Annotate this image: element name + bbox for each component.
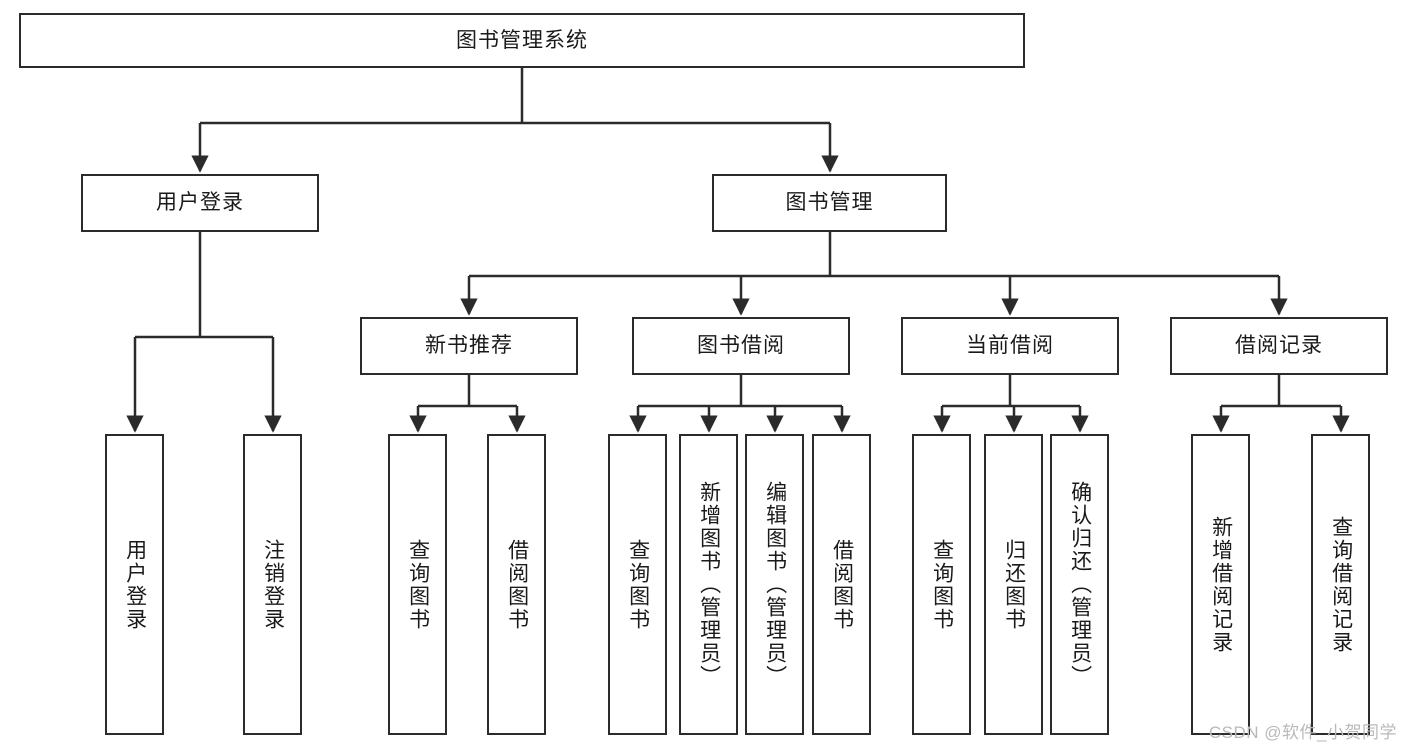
node-label: 当前借阅 — [966, 334, 1054, 358]
watermark: CSDN @软件_小贺同学 — [1208, 723, 1397, 742]
node-leaf-10[interactable]: 归还图书 — [984, 434, 1043, 735]
node-label: 借阅图书 — [505, 538, 529, 631]
node-label: 查询图书 — [626, 538, 650, 631]
node-leaf-11[interactable]: 确认归还（管理员） — [1050, 434, 1109, 735]
node-records[interactable]: 借阅记录 — [1170, 317, 1388, 375]
node-label: 新书推荐 — [425, 334, 513, 358]
node-newrec[interactable]: 新书推荐 — [360, 317, 578, 375]
node-current[interactable]: 当前借阅 — [901, 317, 1119, 375]
node-label: 图书管理 — [785, 191, 874, 215]
node-label: 归还图书 — [1002, 538, 1026, 631]
node-label: 查询图书 — [930, 538, 954, 631]
node-leaf-3[interactable]: 查询图书 — [388, 434, 447, 735]
node-label: 查询图书 — [406, 538, 430, 631]
node-label: 查询借阅记录 — [1329, 515, 1353, 654]
node-label: 确认归还（管理员） — [1068, 481, 1092, 688]
node-borrow[interactable]: 图书借阅 — [632, 317, 850, 375]
node-label: 用户登录 — [123, 538, 147, 631]
node-root[interactable]: 图书管理系统 — [19, 13, 1025, 68]
node-label: 编辑图书（管理员） — [763, 481, 787, 688]
node-leaf-9[interactable]: 查询图书 — [912, 434, 971, 735]
node-leaf-8[interactable]: 借阅图书 — [812, 434, 871, 735]
node-leaf-7[interactable]: 编辑图书（管理员） — [745, 434, 804, 735]
node-leaf-13[interactable]: 查询借阅记录 — [1311, 434, 1370, 735]
node-leaf-4[interactable]: 借阅图书 — [487, 434, 546, 735]
node-login[interactable]: 用户登录 — [81, 174, 319, 232]
node-leaf-2[interactable]: 注销登录 — [243, 434, 302, 735]
node-label: 图书管理系统 — [456, 28, 588, 52]
node-label: 图书借阅 — [697, 334, 785, 358]
node-leaf-1[interactable]: 用户登录 — [105, 434, 164, 735]
node-leaf-6[interactable]: 新增图书（管理员） — [679, 434, 738, 735]
node-label: 新增借阅记录 — [1209, 515, 1233, 654]
node-label: 用户登录 — [156, 191, 244, 215]
node-bookmgmt[interactable]: 图书管理 — [712, 174, 947, 232]
node-leaf-12[interactable]: 新增借阅记录 — [1191, 434, 1250, 735]
node-label: 借阅图书 — [830, 538, 854, 631]
node-leaf-5[interactable]: 查询图书 — [608, 434, 667, 735]
node-label: 新增图书（管理员） — [697, 481, 721, 688]
node-label: 借阅记录 — [1235, 334, 1323, 358]
node-label: 注销登录 — [261, 538, 285, 631]
